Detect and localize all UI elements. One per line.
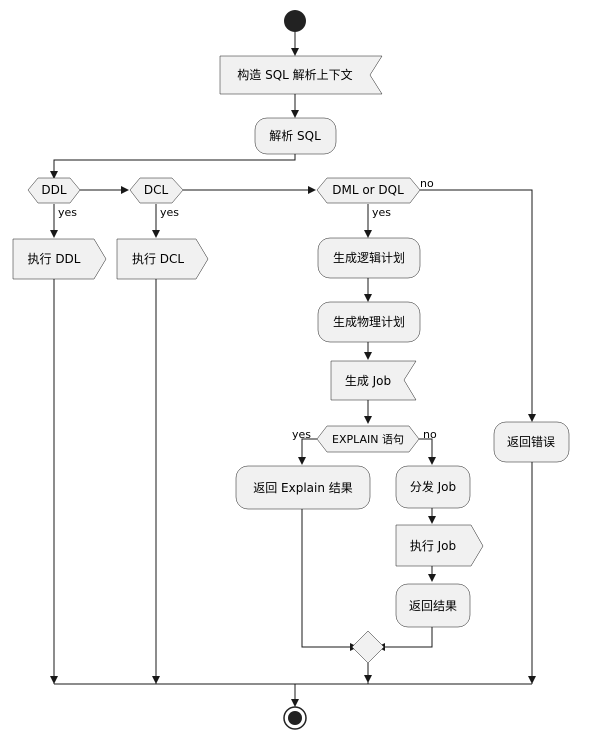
edge-explain-yes [301,438,317,458]
arrow-head [364,294,372,302]
node-gen-job: 生成 Job [330,360,417,401]
decision-dml-dql-label: DML or DQL [332,183,404,197]
node-logical-plan: 生成逻辑计划 [317,237,421,279]
arrow-head [291,699,299,707]
node-gen-job-label: 生成 Job [345,374,391,388]
arrow-head [528,414,536,422]
edge-explain-result-to-merge [301,509,352,648]
node-dispatch-job-label: 分发 Job [410,479,456,494]
node-return-explain-label: 返回 Explain 结果 [253,481,353,495]
node-exec-dcl: 执行 DCL [116,238,209,280]
node-exec-dcl-label: 执行 DCL [132,252,184,266]
decision-explain-label: EXPLAIN 语句 [332,433,404,446]
arrow-head [308,186,316,194]
arrow-head [528,676,536,684]
end-node [283,706,307,730]
arrow-head [152,676,160,684]
decision-ddl: DDL [27,177,81,204]
arrow-head [364,230,372,238]
label-explain-yes: yes [292,428,311,441]
node-exec-ddl-label: 执行 DDL [28,252,81,266]
arrow-head [50,230,58,238]
arrowheads [50,48,536,707]
arrow-head [291,48,299,56]
node-exec-job: 执行 Job [395,524,484,567]
node-physical-plan-label: 生成物理计划 [333,315,405,329]
node-dispatch-job: 分发 Job [395,465,471,509]
node-return-explain: 返回 Explain 结果 [235,465,371,510]
edge-return-to-merge [383,627,433,648]
label-dml-yes: yes [372,206,391,219]
edge-dml-no [420,189,533,416]
node-build-context-label: 构造 SQL 解析上下文 [237,67,352,82]
edge-parse-to-ddl [53,154,296,173]
arrow-head [121,186,129,194]
arrow-head [428,516,436,524]
node-return-result-label: 返回结果 [409,599,457,613]
decision-dcl-label: DCL [144,183,169,197]
decision-explain: EXPLAIN 语句 [316,425,420,453]
arrow-head [298,457,306,465]
label-explain-no: no [423,428,437,441]
node-return-error-label: 返回错误 [507,435,555,449]
arrow-head [152,230,160,238]
arrow-head [364,416,372,424]
arrow-head [364,352,372,360]
arrow-head [291,110,299,118]
arrow-head [50,171,58,179]
arrow-head [364,675,372,683]
node-parse-sql-label: 解析 SQL [269,129,321,143]
node-return-error: 返回错误 [493,421,570,463]
node-parse-sql: 解析 SQL [254,117,337,155]
node-physical-plan: 生成物理计划 [317,301,421,343]
label-dcl-yes: yes [160,206,179,219]
decision-ddl-label: DDL [41,183,66,197]
start-node [284,10,306,32]
arrow-head [50,676,58,684]
decision-dml-dql: DML or DQL [316,177,421,204]
node-logical-plan-label: 生成逻辑计划 [333,251,405,265]
label-dml-no: no [420,177,434,190]
arrow-head [428,457,436,465]
merge-diamond [351,630,385,664]
decision-dcl: DCL [129,177,184,204]
label-ddl-yes: yes [58,206,77,219]
node-build-context: 构造 SQL 解析上下文 [219,55,383,95]
node-return-result: 返回结果 [395,583,471,628]
node-exec-job-label: 执行 Job [410,539,456,553]
arrow-head [428,574,436,582]
edge-explain-no [419,438,433,458]
node-exec-ddl: 执行 DDL [12,238,107,280]
edges [53,32,533,702]
